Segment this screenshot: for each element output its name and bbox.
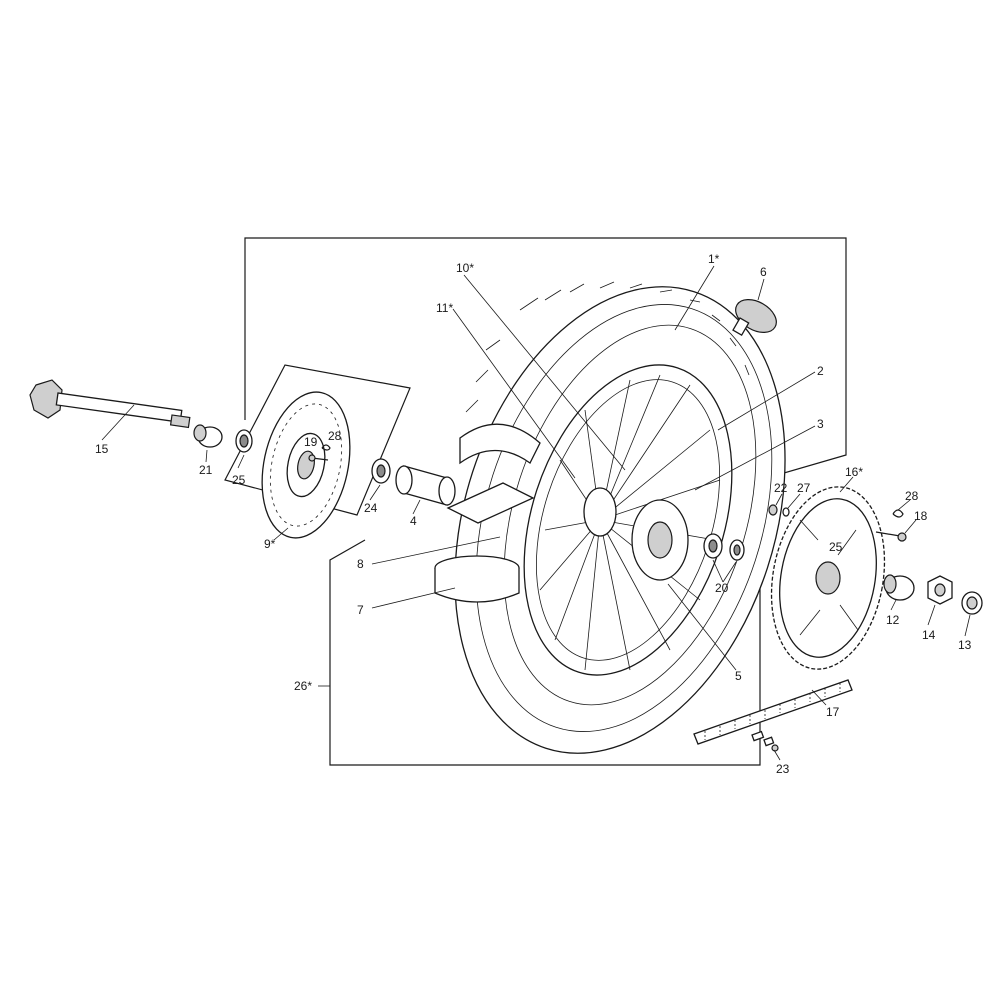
drive-chain (693, 679, 853, 745)
callout-25-right: 25 (829, 540, 843, 554)
callout-17: 17 (826, 705, 840, 719)
hub (583, 487, 689, 581)
seal-25-left (235, 429, 253, 453)
callout-27: 27 (797, 481, 811, 495)
callout-18: 18 (914, 509, 928, 523)
rear-axle (29, 379, 191, 429)
valve-cap-6 (732, 299, 777, 337)
callout-14: 14 (922, 628, 936, 642)
nut-14 (927, 575, 953, 605)
callout-22: 22 (774, 481, 788, 495)
callout-8: 8 (357, 557, 364, 571)
bearing-20-inner (703, 533, 723, 559)
callout-4: 4 (410, 514, 417, 528)
callout-12: 12 (886, 613, 900, 627)
callout-15: 15 (95, 442, 109, 456)
spacer-12 (883, 574, 915, 601)
rim-band-11 (459, 423, 541, 465)
leader-lines (101, 265, 971, 761)
clip-28-left (321, 444, 331, 451)
washer-27 (782, 507, 790, 517)
callout-26: 26* (294, 679, 312, 693)
callout-9: 9* (264, 537, 276, 551)
disc-screw-19 (308, 454, 329, 462)
callout-3: 3 (817, 417, 824, 431)
cap-13 (961, 591, 983, 615)
callout-24: 24 (364, 501, 378, 515)
bearing-20-outer (729, 539, 745, 561)
callout-1: 1* (708, 252, 720, 266)
callout-7: 7 (357, 603, 364, 617)
tube-7 (434, 555, 520, 603)
callout-19: 19 (304, 435, 318, 449)
bearing-24 (371, 458, 391, 484)
callout-2: 2 (817, 364, 824, 378)
callout-11: 11* (436, 301, 453, 315)
callout-28-left: 28 (328, 429, 342, 443)
callout-21: 21 (199, 463, 213, 477)
callout-13: 13 (958, 638, 972, 652)
clip-28-right (892, 509, 904, 518)
master-link-23 (751, 730, 779, 752)
rim-strip-8 (446, 482, 535, 524)
sprocket (770, 486, 886, 670)
callout-23: 23 (776, 762, 790, 776)
brake-disc (261, 391, 351, 539)
callout-20: 20 (715, 581, 729, 595)
callout-6: 6 (760, 265, 767, 279)
nut-22 (768, 504, 778, 516)
spoked-rim (523, 364, 733, 676)
callout-labels: 1* 2 3 4 5 6 7 8 9* 10* 11* 12 13 14 15 … (95, 252, 972, 776)
callout-25-left: 25 (232, 473, 246, 487)
callout-10: 10* (456, 261, 474, 275)
callout-28-right: 28 (905, 489, 919, 503)
spacer-21 (193, 424, 223, 448)
spacer-tube-4 (395, 465, 456, 506)
callout-16: 16* (845, 465, 863, 479)
bolt-18 (875, 531, 907, 542)
callout-5: 5 (735, 669, 742, 683)
